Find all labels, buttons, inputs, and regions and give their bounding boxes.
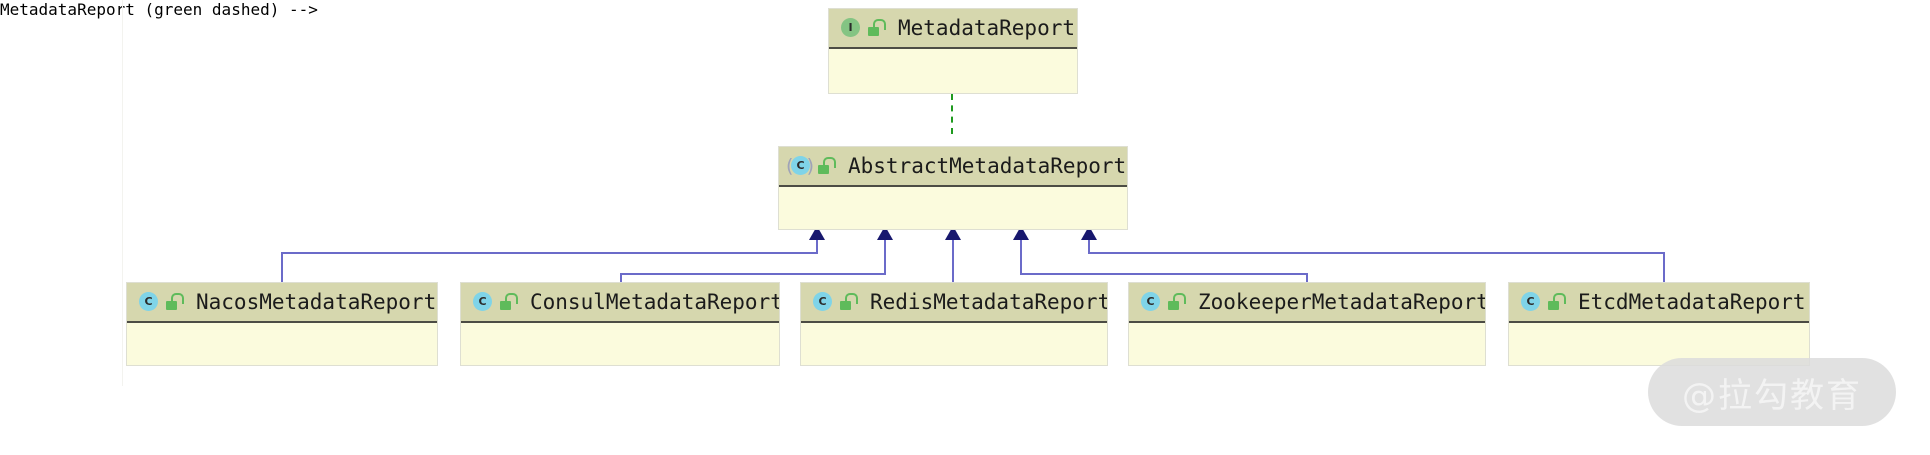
class-name-label: AbstractMetadataReport bbox=[848, 154, 1127, 178]
class-box-consul-metadata-report[interactable]: C ConsulMetadataReport bbox=[460, 282, 780, 366]
class-box-header: ( C ) AbstractMetadataReport bbox=[779, 147, 1127, 187]
unlocked-padlock-icon bbox=[500, 293, 518, 311]
abstract-class-icon: ( C ) bbox=[786, 155, 814, 177]
class-icon: C bbox=[137, 291, 159, 313]
inheritance-edge-nacos-vertical-lower bbox=[281, 252, 283, 282]
class-box-redis-metadata-report[interactable]: C RedisMetadataReport bbox=[800, 282, 1108, 366]
class-name-label: RedisMetadataReport bbox=[870, 290, 1107, 314]
class-icon: C bbox=[1139, 291, 1161, 313]
class-box-header: I MetadataReport bbox=[829, 9, 1077, 49]
class-box-header: C RedisMetadataReport bbox=[801, 283, 1107, 323]
inheritance-edge-etcd-vertical-upper bbox=[1088, 240, 1090, 254]
inheritance-edge-etcd-horizontal bbox=[1088, 252, 1665, 254]
class-box-members bbox=[461, 323, 779, 365]
class-box-members bbox=[829, 49, 1077, 93]
class-name-label: NacosMetadataReport bbox=[196, 290, 437, 314]
interface-icon: I bbox=[839, 17, 861, 39]
unlocked-padlock-icon bbox=[818, 157, 836, 175]
class-name-label: MetadataReport bbox=[898, 16, 1076, 40]
unlocked-padlock-icon bbox=[868, 19, 886, 37]
inheritance-edge-consul-horizontal bbox=[620, 273, 886, 275]
class-icon: C bbox=[1519, 291, 1541, 313]
class-box-zookeeper-metadata-report[interactable]: C ZookeeperMetadataReport bbox=[1128, 282, 1486, 366]
class-box-members bbox=[1129, 323, 1485, 365]
class-name-label: ConsulMetadataReport bbox=[530, 290, 779, 314]
class-box-nacos-metadata-report[interactable]: C NacosMetadataReport bbox=[126, 282, 438, 366]
inheritance-edge-redis-vertical bbox=[952, 240, 954, 282]
inheritance-edge-consul-vertical-lower bbox=[620, 273, 622, 282]
class-box-etcd-metadata-report[interactable]: C EtcdMetadataReport bbox=[1508, 282, 1810, 366]
class-box-header: C NacosMetadataReport bbox=[127, 283, 437, 323]
inheritance-edge-etcd-vertical-lower bbox=[1663, 252, 1665, 282]
watermark-text: @拉勾教育 bbox=[1682, 375, 1862, 416]
unlocked-padlock-icon bbox=[166, 293, 184, 311]
unlocked-padlock-icon bbox=[840, 293, 858, 311]
class-box-members bbox=[779, 187, 1127, 229]
inheritance-edge-nacos-vertical-upper bbox=[816, 240, 818, 254]
watermark: @拉勾教育 bbox=[1648, 358, 1896, 426]
class-box-header: C ConsulMetadataReport bbox=[461, 283, 779, 323]
realization-edge-line bbox=[951, 94, 953, 134]
left-guide-line bbox=[122, 0, 123, 386]
unlocked-padlock-icon bbox=[1548, 293, 1566, 311]
class-box-members bbox=[801, 323, 1107, 365]
class-name-label: EtcdMetadataReport bbox=[1578, 290, 1806, 314]
unlocked-padlock-icon bbox=[1168, 293, 1186, 311]
class-box-abstract-metadata-report[interactable]: ( C ) AbstractMetadataReport bbox=[778, 146, 1128, 230]
class-box-header: C EtcdMetadataReport bbox=[1509, 283, 1809, 323]
class-icon: C bbox=[811, 291, 833, 313]
class-icon: C bbox=[471, 291, 493, 313]
inheritance-edge-nacos-horizontal bbox=[281, 252, 818, 254]
inheritance-edge-zookeeper-vertical-upper bbox=[1020, 240, 1022, 275]
inheritance-edge-zookeeper-horizontal bbox=[1020, 273, 1308, 275]
class-box-members bbox=[127, 323, 437, 365]
inheritance-edge-consul-vertical-upper bbox=[884, 240, 886, 275]
class-name-label: ZookeeperMetadataReport bbox=[1198, 290, 1485, 314]
class-box-metadata-report[interactable]: I MetadataReport bbox=[828, 8, 1078, 94]
inheritance-edge-zookeeper-vertical-lower bbox=[1306, 273, 1308, 282]
class-box-header: C ZookeeperMetadataReport bbox=[1129, 283, 1485, 323]
